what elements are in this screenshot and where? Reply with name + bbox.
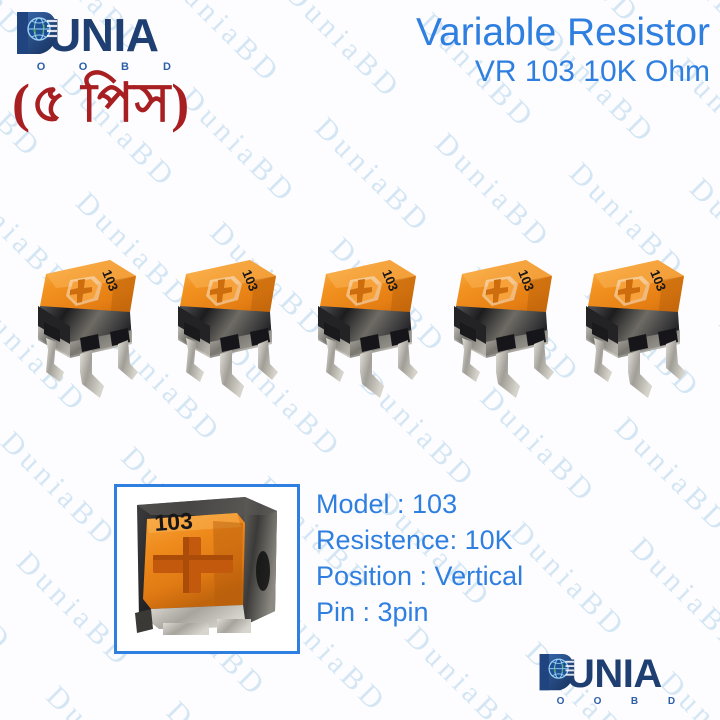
watermark-text: DuniaBD	[0, 529, 20, 660]
watermark-text: DuniaBD	[278, 0, 409, 107]
brand-sub-letter-1: O	[36, 61, 46, 73]
product-item: 103	[434, 246, 584, 406]
spec-row-model: Model : 103	[316, 489, 458, 519]
product-pin	[496, 350, 520, 398]
product-pin	[186, 338, 204, 382]
page-subtitle: VR 103 10K Ohm	[474, 55, 710, 89]
product-pin	[462, 338, 480, 382]
brand-sub-letter-3: B	[630, 696, 639, 707]
watermark-text: DuniaBD	[608, 410, 720, 541]
page-title: Variable Resistor	[415, 11, 710, 54]
product-pin	[326, 338, 344, 382]
brand-sub-letter-4: D	[667, 696, 676, 707]
product-item: 103	[298, 246, 448, 406]
brand-sub-letter-3: B	[121, 61, 129, 73]
brand-sub-letters: O O B D	[20, 61, 188, 73]
product-pin	[398, 340, 418, 380]
spec-row-position: Position : Vertical	[316, 560, 524, 591]
product-pin	[360, 350, 384, 398]
watermark-text: DuniaBD	[0, 649, 35, 720]
brand-name-text: UNIA	[48, 9, 159, 61]
watermark-text: DuniaBD	[159, 695, 289, 720]
brand-sub-letter-2: O	[78, 61, 88, 73]
globe-in-shopping-bag-icon	[537, 652, 575, 694]
quantity-bangla-label: (৫ পিস)	[12, 73, 191, 133]
brand-logo-wordmark-bottom: UNIA	[537, 652, 690, 694]
product-pin	[534, 340, 554, 380]
product-pin	[118, 340, 138, 380]
product-item: 103	[18, 246, 168, 406]
watermark-text: DuniaBD	[623, 531, 720, 661]
product-pin	[80, 350, 104, 398]
product-pin	[220, 350, 244, 398]
watermark-text: DuniaBD	[0, 425, 124, 555]
watermark-text: DuniaBD	[428, 126, 558, 257]
closeup-marking-text: 103	[154, 507, 194, 536]
watermark-text: DuniaBD	[398, 620, 529, 720]
watermark-text: DuniaBD	[383, 0, 512, 2]
product-pin	[46, 338, 64, 382]
brand-logo-bottom: UNIA O O B D	[537, 652, 690, 707]
product-item: 103	[158, 246, 308, 406]
watermark-text: DuniaBD	[39, 680, 169, 720]
brand-sub-letter-1: O	[556, 696, 565, 707]
title-block: Variable Resistor VR 103 10K Ohm	[416, 12, 710, 90]
product-pin	[258, 340, 278, 380]
product-pin	[628, 350, 652, 398]
spec-row-pin: Pin : 3pin	[316, 596, 429, 627]
brand-logo-wordmark: UNIA	[14, 10, 188, 58]
brand-logo-top: UNIA O O B D	[14, 10, 188, 73]
watermark-text: DuniaBD	[174, 81, 304, 211]
spec-row-resistence: Resistence: 10K	[316, 524, 513, 555]
brand-sub-letter-2: O	[593, 696, 602, 707]
product-pin	[594, 338, 612, 382]
product-item: 103	[566, 246, 716, 406]
product-closeup-box: 103	[114, 484, 300, 654]
globe-in-shopping-bag-icon	[14, 10, 58, 58]
brand-sub-letters: O O B D	[542, 696, 690, 707]
product-row: 103	[0, 246, 720, 406]
product-pin	[666, 340, 686, 380]
specification-list: Model : 103 Resistence: 10K Position : V…	[316, 487, 523, 631]
brand-name-text: UNIA	[566, 652, 662, 696]
watermark-text: DuniaBD	[308, 111, 438, 241]
brand-sub-letter-4: D	[163, 61, 171, 73]
